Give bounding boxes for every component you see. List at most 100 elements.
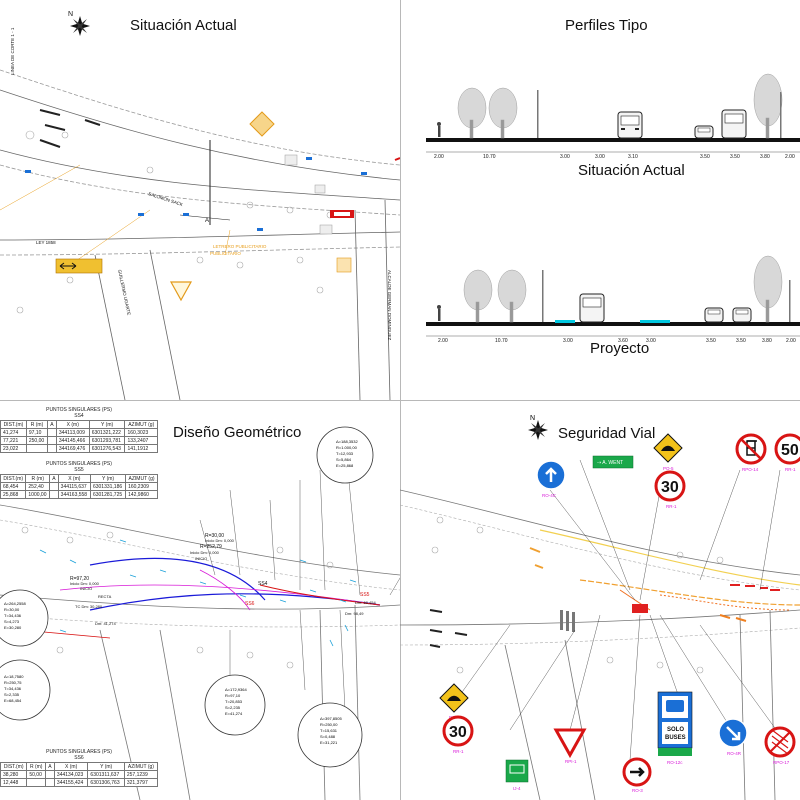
note-tc: TC Dm: 30,280: [75, 604, 103, 609]
keep-right-sign-icon: [718, 718, 748, 748]
note-r97: R=97,20: [70, 576, 89, 582]
dim-a3: 3.00: [595, 154, 605, 160]
no-parking-sign-icon: [735, 433, 767, 465]
code-rpi1: RPI-1: [565, 759, 577, 764]
dim-a2: 3.00: [560, 154, 570, 160]
dim-p8: 2.00: [786, 338, 796, 344]
situacion-actual-map: N A: [0, 11, 400, 400]
profile-proyecto: 2.00 10.70 3.00 3.60 3.00 3.50 3.50 3.80…: [426, 255, 800, 344]
svg-text:S=2,235: S=2,235: [225, 705, 241, 710]
speed-limit-30-sign-icon: 30: [654, 470, 686, 502]
svg-text:E=68,454: E=68,454: [4, 698, 22, 703]
note-inicio-label: INICIO: [195, 556, 207, 561]
svg-text:E=30,280: E=30,280: [4, 625, 22, 630]
svg-text:R=250,00: R=250,00: [320, 722, 338, 727]
dim-a5: 3.50: [700, 154, 710, 160]
svg-text:Δ=264,2558: Δ=264,2558: [4, 601, 26, 606]
yield-sign-icon-2: [553, 728, 587, 759]
north-arrow-icon: N: [68, 11, 90, 36]
alcalde-label: ALCALDE GERMAN DOMINGUEZ: [387, 270, 392, 341]
perfil-proyecto-title: Proyecto: [590, 340, 650, 357]
table-header-row: DIST.(m)R (m)A X (m)Y (m)AZIMUT (g): [0, 474, 158, 483]
note-inicio-label-2: INICIO: [80, 586, 92, 591]
perfiles-tipo-title: Perfiles Tipo: [565, 17, 648, 34]
svg-text:BUSES: BUSES: [665, 735, 686, 741]
note-dm41: Dm: 41,274: [95, 621, 116, 626]
horizontal-divider: [0, 400, 800, 401]
situacion-actual-panel: Situación Actual N A: [0, 0, 400, 400]
dim-p6: 3.50: [736, 338, 746, 344]
note-recta: RECTA: [98, 594, 112, 599]
bus-icon-2: [721, 109, 747, 139]
circle-note-4: Δ=172,9364 R=97,10 T=20,853 S=2,235 E=41…: [204, 674, 266, 736]
dim-p2: 3.00: [563, 338, 573, 344]
no-stopping-sign-icon: [764, 726, 796, 758]
svg-text:N: N: [530, 415, 535, 422]
speed-limit-30-sign-icon-2: 30: [442, 715, 474, 747]
yield-sign-icon: [169, 281, 193, 302]
code-ro4c: RO-4C: [542, 493, 557, 498]
mandatory-direction-sign-icon: [536, 460, 566, 490]
pedestrian-icon-2: [437, 305, 441, 321]
svg-text:S=4,273: S=4,273: [4, 619, 20, 624]
solo-buses-sign-icon: SOLO BUSES: [657, 691, 693, 756]
diseno-title: Diseño Geométrico: [173, 424, 302, 441]
letrero-label-2: PUBLICITARIO: [210, 251, 241, 256]
svg-text:R=250,75: R=250,75: [4, 680, 22, 685]
svg-text:S=5,864: S=5,864: [336, 457, 352, 462]
svg-text:E=41,274: E=41,274: [225, 711, 243, 716]
car-icon: [694, 125, 714, 139]
svg-text:R=1.000,00: R=1.000,00: [336, 445, 358, 450]
bus-icon: [617, 111, 643, 139]
salomon-sack-label: SALOMON SACK: [148, 191, 184, 207]
svg-text:Δ=172,9364: Δ=172,9364: [225, 687, 247, 692]
note-dm98: Dm: 98,49: [345, 611, 364, 616]
svg-text:E=25,868: E=25,868: [336, 463, 354, 468]
puntos-table-3: PUNTOS SINGULARES (PS)SS6 DIST.(m)R (m)A…: [0, 748, 159, 787]
puntos-table-2: PUNTOS SINGULARES (PS)SS5 DIST.(m)R (m)A…: [0, 460, 158, 499]
note-dm68: Dm: 68,454: [355, 600, 376, 605]
direction-sign-icon: [55, 258, 103, 274]
speed-bump-warning-sign-icon: [653, 433, 683, 463]
dim-a6: 3.50: [730, 154, 740, 160]
dim-a8: 2.00: [785, 154, 795, 160]
svg-text:E=31,221: E=31,221: [320, 740, 338, 745]
note-ss6: SS6: [245, 601, 255, 607]
svg-text:S=2,335: S=2,335: [4, 692, 20, 697]
svg-text:30: 30: [661, 479, 679, 496]
perfiles-tipo-panel: Perfiles Tipo Situación Actual Proyecto: [400, 0, 800, 400]
speed-bump-warning-sign-icon-2: [439, 683, 469, 713]
svg-text:T=20,853: T=20,853: [225, 699, 243, 704]
ley-label: LEY 1858: [36, 240, 56, 245]
table-header-row: DIST.(m)R (m)A X (m)Y (m)AZIMUT (g): [0, 420, 158, 429]
table-header-row: DIST.(m)R (m)A X (m)Y (m)AZIMUT (g): [0, 762, 159, 771]
svg-text:Δ=188,3532: Δ=188,3532: [336, 439, 358, 444]
dim-p1: 10.70: [495, 338, 508, 344]
svg-text:R=97,10: R=97,10: [225, 693, 241, 698]
puntos-table-1: PUNTOS SINGULARES (PS)SS4 DIST.(m)R (m)A…: [0, 406, 158, 453]
svg-text:T=34,436: T=34,436: [4, 686, 22, 691]
circle-note-5: Δ=397,8505 R=250,00 T=15,631 S=0,488 E=3…: [297, 702, 363, 768]
code-ro4r: RO-4R: [727, 751, 742, 756]
dim-a7: 3.80: [760, 154, 770, 160]
code-ro3: RO-3: [632, 788, 643, 793]
note-inicio-3: Inicio Dm: 0,000: [70, 581, 100, 586]
guillermo-ugarte-label: GUILLERMO UGARTE: [117, 269, 132, 315]
svg-text:T=15,631: T=15,631: [320, 728, 338, 733]
code-rpo17: RPO-17: [773, 760, 790, 765]
green-sign-text: ⇢ A. WENT: [597, 460, 623, 466]
svg-text:S=0,488: S=0,488: [320, 734, 336, 739]
speed-limit-50-sign-icon: 50: [774, 433, 800, 465]
profile-actual: 2.00 10.70 3.00 3.00 3.10 3.50 3.50 3.80…: [426, 73, 800, 160]
dim-p0: 2.00: [438, 338, 448, 344]
diseno-map: R=252,79 Inicio Dm: 0,000 INICIO R=30,00…: [0, 426, 400, 800]
dim-a0: 2.00: [434, 154, 444, 160]
letrero-label: LETRERO PUBLICITARIO: [213, 244, 267, 249]
dim-p7: 3.80: [762, 338, 772, 344]
seguridad-vial-panel: Seguridad Vial N: [400, 400, 800, 800]
green-guide-sign: ⇢ A. WENT: [592, 455, 634, 469]
